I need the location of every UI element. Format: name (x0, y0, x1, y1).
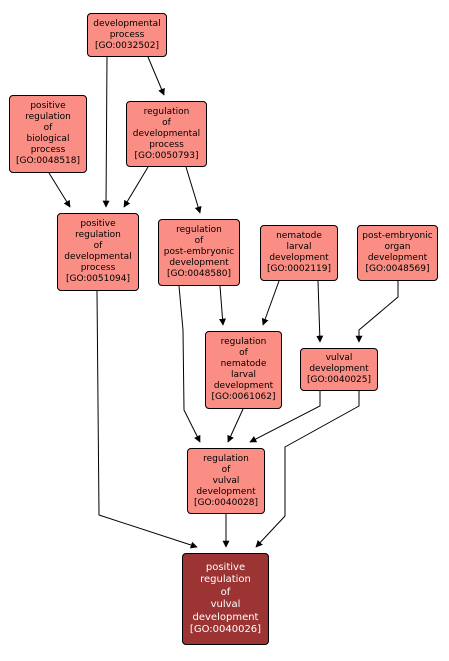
node-label-line: development (196, 486, 256, 497)
node-go-id: [GO:0002119] (266, 264, 332, 274)
edge-positive-regulation-of-developmental-process-to-positive-regulation-of-vulval-development (96, 290, 198, 549)
edge-developmental-process-to-positive-regulation-of-developmental-process (102, 56, 110, 208)
node-label-line: positive (30, 101, 66, 111)
edge-post-embryonic-organ-development-to-vulval-development (355, 281, 399, 343)
node-label-line: post-embryonic (163, 247, 235, 257)
node-label-line: of (162, 117, 171, 128)
edge-vulval-development-to-positive-regulation-of-vulval-development (255, 391, 360, 548)
node-label-line: development (192, 611, 259, 623)
node-vulval-development[interactable]: vulval development [GO:0040025] (300, 348, 378, 391)
node-positive-regulation-of-developmental-process[interactable]: positive regulation of developmental pro… (57, 213, 139, 291)
edge-regulation-of-nematode-larval-development-to-regulation-of-vulval-development (227, 408, 244, 443)
node-label-line: regulation (143, 106, 190, 117)
edge-vulval-development-to-regulation-of-vulval-development (249, 391, 321, 443)
node-label-line: vulval (325, 353, 353, 363)
edge-positive-regulation-of-biological-process-to-positive-regulation-of-developmental-process (48, 172, 71, 208)
node-label-line: nematode (220, 359, 267, 369)
node-label-line: regulation (203, 453, 249, 464)
node-label-line: regulation (200, 574, 251, 585)
node-label-line: process (30, 145, 66, 155)
node-go-id: [GO:0061062] (211, 392, 276, 402)
node-regulation-of-developmental-process[interactable]: regulation of developmental process [GO:… (126, 101, 207, 167)
node-label-line: of (239, 348, 248, 358)
node-label-line: regulation (176, 225, 222, 235)
node-label-line: developmental (93, 18, 161, 29)
edge-regulation-of-post-embryonic-development-to-regulation-of-nematode-larval-development (219, 285, 227, 326)
node-label-line: process (149, 139, 184, 150)
node-go-id: [GO:0048518] (15, 156, 81, 166)
node-label-line: of (221, 464, 231, 475)
edge-regulation-of-developmental-process-to-regulation-of-post-embryonic-development (185, 166, 202, 214)
edge-regulation-of-post-embryonic-development-to-regulation-of-vulval-development (178, 285, 201, 443)
node-go-id: [GO:0040028] (193, 497, 259, 508)
node-positive-regulation-of-vulval-development[interactable]: positive regulation of vulval developmen… (182, 553, 269, 645)
node-label-line: vulval (210, 599, 241, 610)
node-label-line: of (93, 241, 103, 251)
node-post-embryonic-organ-development[interactable]: post-embryonic organ development [GO:004… (357, 225, 438, 281)
node-go-id: [GO:0048580] (166, 269, 232, 279)
node-label-line: developmental (64, 252, 132, 262)
edge-developmental-process-to-regulation-of-developmental-process (147, 56, 165, 96)
node-label-line: of (194, 236, 204, 246)
node-label-line: regulation (25, 112, 71, 122)
node-label-line: larval (286, 242, 312, 252)
node-label-line: of (220, 586, 231, 598)
node-label-line: post-embryonic (362, 231, 433, 241)
node-label-line: development (309, 364, 369, 374)
node-label-line: regulation (75, 230, 121, 240)
edge-regulation-of-developmental-process-to-positive-regulation-of-developmental-process (123, 166, 149, 208)
node-label-line: process (109, 29, 145, 40)
node-positive-regulation-of-biological-process[interactable]: positive regulation of biological proces… (9, 95, 87, 173)
node-go-id: [GO:0050793] (134, 150, 199, 161)
node-label-line: organ (384, 242, 411, 252)
edge-nematode-larval-development-to-regulation-of-nematode-larval-development (261, 280, 280, 326)
node-label-line: process (80, 263, 116, 273)
node-go-id: [GO:0040026] (189, 624, 262, 635)
node-go-id: [GO:0048569] (365, 264, 430, 274)
node-label-line: development (169, 258, 229, 268)
node-go-id: [GO:0032502] (94, 40, 160, 51)
node-label-line: larval (230, 370, 257, 380)
node-label-line: of (43, 123, 53, 133)
node-label-line: development (269, 253, 329, 263)
node-label-line: positive (205, 561, 246, 573)
edge-nematode-larval-development-to-vulval-development (316, 280, 324, 343)
node-label-line: regulation (220, 337, 267, 347)
node-go-id: [GO:0040025] (306, 375, 372, 385)
node-label-line: development (367, 253, 428, 263)
node-label-line: nematode (276, 231, 322, 241)
node-label-line: biological (26, 134, 70, 144)
node-label-line: development (213, 381, 274, 391)
node-developmental-process[interactable]: developmental process [GO:0032502] (87, 13, 167, 57)
node-regulation-of-nematode-larval-development[interactable]: regulation of nematode larval developmen… (205, 331, 282, 409)
node-label-line: positive (80, 219, 116, 229)
node-go-id: [GO:0051094] (65, 274, 131, 284)
node-nematode-larval-development[interactable]: nematode larval development [GO:0002119] (260, 225, 338, 281)
node-label-line: developmental (132, 128, 201, 139)
node-label-line: vulval (212, 475, 240, 486)
node-regulation-of-post-embryonic-development[interactable]: regulation of post-embryonic development… (158, 219, 240, 286)
node-regulation-of-vulval-development[interactable]: regulation of vulval development [GO:004… (187, 448, 265, 514)
